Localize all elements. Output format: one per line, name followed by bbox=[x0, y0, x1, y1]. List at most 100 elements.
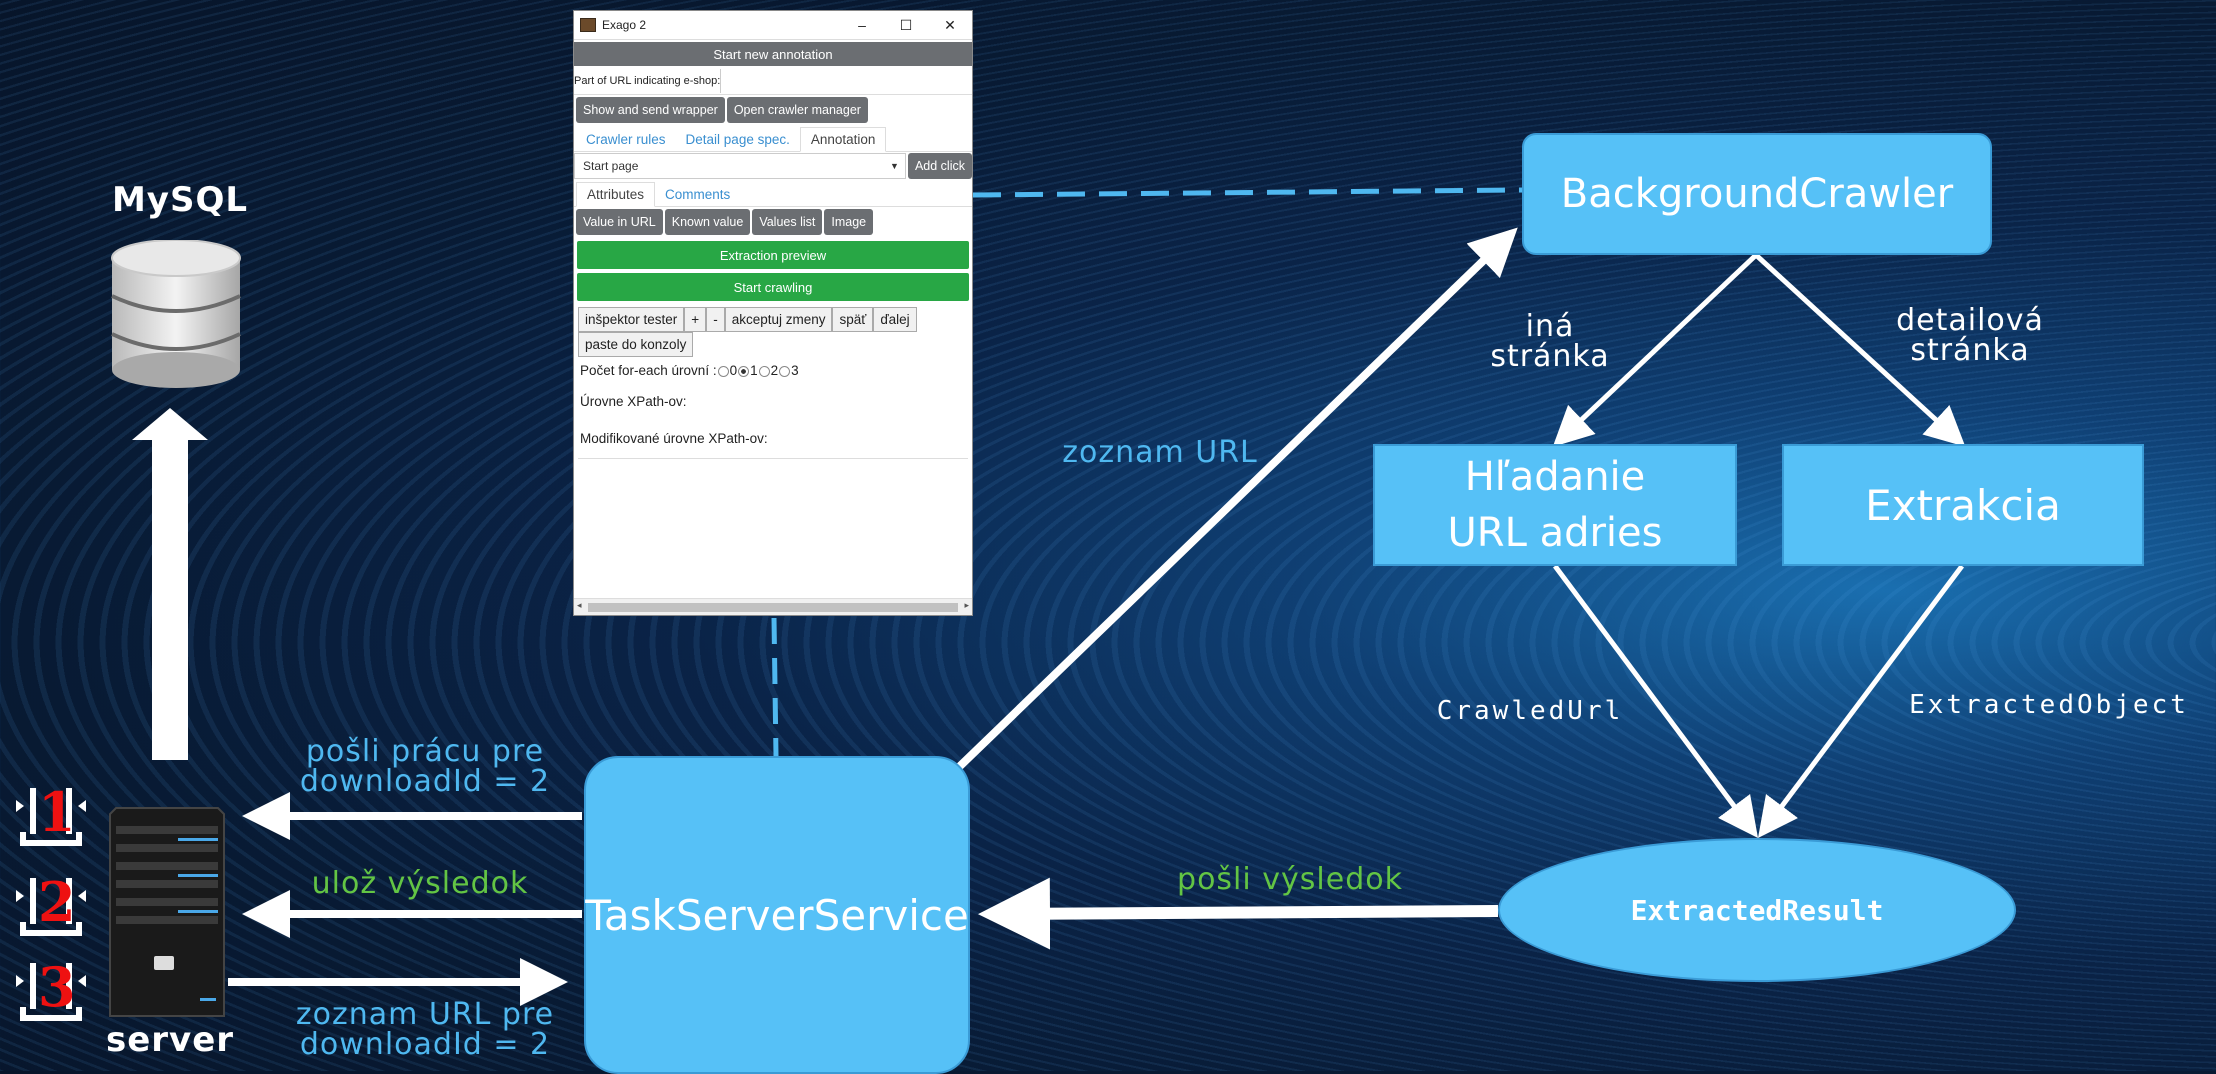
extracted-result-label: ExtractedResult bbox=[1630, 893, 1884, 927]
wrapper-buttons: Show and send wrapper Open crawler manag… bbox=[574, 95, 972, 125]
zoznam-url-label: zoznam URL bbox=[1062, 435, 1258, 470]
queue-icon: 2 bbox=[14, 870, 88, 940]
posli-pracu-line1: pošli prácu pre bbox=[305, 734, 545, 769]
modified-xpath-levels-label: Modifikované úrovne XPath-ov: bbox=[580, 431, 768, 446]
url-input[interactable] bbox=[720, 69, 972, 93]
start-new-annotation-button[interactable]: Start new annotation bbox=[574, 42, 972, 66]
sub-tabs: Attributes Comments bbox=[574, 180, 972, 207]
zoznam-url-pre-label: zoznam URL pre downloadId = 2 bbox=[285, 1000, 565, 1060]
page-select[interactable]: Start page ▼ bbox=[574, 153, 906, 179]
hladanie-line1: Hľadanie bbox=[1464, 454, 1646, 500]
known-value-button[interactable]: Known value bbox=[664, 209, 751, 235]
hladanie-url-node: Hľadanie URL adries bbox=[1373, 444, 1737, 566]
divider bbox=[578, 458, 968, 459]
detailova-stranka-label: detailová stránka bbox=[1880, 306, 2060, 366]
task-server-service-node: TaskServerService bbox=[584, 756, 970, 1074]
page-select-row: Start page ▼ Add click bbox=[574, 152, 972, 180]
maximize-button[interactable]: ☐ bbox=[899, 16, 913, 33]
url-row: Part of URL indicating e-shop: bbox=[574, 68, 972, 95]
upload-arrow bbox=[132, 408, 208, 760]
radio-label-0: 0 bbox=[729, 363, 738, 378]
ina-stranka-label: iná stránka bbox=[1470, 312, 1630, 372]
values-list-button[interactable]: Values list bbox=[752, 209, 823, 235]
horizontal-scrollbar[interactable]: ◂ ▸ bbox=[574, 598, 972, 615]
window-title: Exago 2 bbox=[602, 18, 647, 32]
extrakcia-node: Extrakcia bbox=[1782, 444, 2144, 566]
ina-line2: stránka bbox=[1490, 339, 1610, 374]
arrow-extracted-object bbox=[1758, 564, 1964, 838]
close-button[interactable]: ✕ bbox=[944, 16, 956, 33]
detailova-line1: detailová bbox=[1896, 303, 2044, 338]
add-click-button[interactable]: Add click bbox=[907, 153, 972, 179]
tool-buttons: inšpektor tester + - akceptuj zmeny späť… bbox=[574, 305, 972, 359]
queue-icon: 1 bbox=[14, 780, 88, 850]
hladanie-line2: URL adries bbox=[1447, 510, 1663, 556]
extracted-object-label: ExtractedObject bbox=[1909, 690, 2189, 720]
show-send-wrapper-button[interactable]: Show and send wrapper bbox=[576, 97, 725, 123]
start-crawling-button[interactable]: Start crawling bbox=[577, 273, 969, 301]
minus-button[interactable]: - bbox=[706, 307, 725, 332]
queue-number: 2 bbox=[38, 870, 76, 934]
dalej-button[interactable]: ďalej bbox=[873, 307, 917, 332]
server-label: server bbox=[105, 1020, 235, 1060]
background-crawler-node: BackgroundCrawler bbox=[1522, 133, 1992, 255]
arrow-crawled-url bbox=[1552, 564, 1758, 839]
tab-annotation[interactable]: Annotation bbox=[799, 127, 887, 152]
zoznam-url-pre-line1: zoznam URL pre bbox=[295, 997, 555, 1032]
exago-window: Exago 2 – ☐ ✕ Start new annotation Part … bbox=[573, 10, 973, 616]
task-server-service-label: TaskServerService bbox=[585, 890, 969, 940]
app-icon bbox=[580, 18, 596, 32]
queue-number: 3 bbox=[38, 955, 76, 1019]
page-select-value: Start page bbox=[583, 159, 639, 173]
extraction-preview-button[interactable]: Extraction preview bbox=[577, 241, 969, 269]
queue-icon: 3 bbox=[14, 955, 88, 1025]
extracted-result-node: ExtractedResult bbox=[1498, 838, 2016, 982]
tab-detail-page-spec[interactable]: Detail page spec. bbox=[685, 132, 790, 147]
extrakcia-label: Extrakcia bbox=[1865, 480, 2061, 530]
inspektor-tester-button[interactable]: inšpektor tester bbox=[578, 307, 685, 332]
crawled-url-label: CrawledUrl bbox=[1436, 696, 1624, 726]
paste-do-konzoly-button[interactable]: paste do konzoly bbox=[578, 332, 694, 357]
minimize-button[interactable]: – bbox=[858, 17, 866, 33]
radio-1[interactable] bbox=[738, 365, 750, 377]
posli-pracu-line2: downloadId = 2 bbox=[299, 764, 551, 799]
url-label: Part of URL indicating e-shop: bbox=[574, 75, 721, 87]
server-icon bbox=[108, 800, 226, 1018]
database-icon bbox=[110, 239, 242, 390]
scroll-thumb[interactable] bbox=[588, 603, 958, 612]
foreach-label: Počet for-each úrovní : bbox=[580, 363, 717, 378]
arrow-detailova-stranka bbox=[1754, 253, 1966, 447]
mysql-label: MySQL bbox=[111, 180, 249, 220]
arrow-posli-vysledok bbox=[978, 877, 1499, 950]
zoznam-url-pre-line2: downloadId = 2 bbox=[299, 1027, 551, 1062]
spat-button[interactable]: späť bbox=[832, 307, 874, 332]
scroll-left-icon[interactable]: ◂ bbox=[577, 600, 582, 610]
plus-button[interactable]: + bbox=[684, 307, 707, 332]
window-titlebar: Exago 2 – ☐ ✕ bbox=[574, 11, 972, 40]
image-button[interactable]: Image bbox=[824, 209, 874, 235]
value-in-url-button[interactable]: Value in URL bbox=[576, 209, 663, 235]
tab-crawler-rules[interactable]: Crawler rules bbox=[586, 132, 666, 147]
posli-vysledok-label: pošli výsledok bbox=[1177, 862, 1403, 897]
scroll-right-icon[interactable]: ▸ bbox=[964, 600, 969, 610]
attribute-buttons: Value in URL Known value Values list Ima… bbox=[574, 207, 972, 237]
detailova-line2: stránka bbox=[1910, 333, 2030, 368]
tab-comments[interactable]: Comments bbox=[665, 187, 731, 202]
chevron-down-icon: ▼ bbox=[890, 161, 899, 171]
radio-0[interactable] bbox=[717, 365, 729, 377]
radio-label-2: 2 bbox=[770, 363, 779, 378]
uloz-vysledok-label: ulož výsledok bbox=[311, 866, 529, 901]
radio-label-1: 1 bbox=[750, 363, 758, 378]
arrow-to-crawler bbox=[955, 227, 1518, 771]
radio-3[interactable] bbox=[779, 365, 791, 377]
open-crawler-manager-button[interactable]: Open crawler manager bbox=[726, 97, 868, 123]
radio-2[interactable] bbox=[758, 365, 770, 377]
xpath-levels-label: Úrovne XPath-ov: bbox=[580, 394, 687, 409]
dashed-link-window-crawler bbox=[972, 187, 1523, 198]
dashed-link-window-taskserver bbox=[771, 617, 779, 757]
tab-attributes[interactable]: Attributes bbox=[576, 182, 656, 207]
akceptuj-zmeny-button[interactable]: akceptuj zmeny bbox=[724, 307, 833, 332]
arrow-ina-stranka bbox=[1552, 253, 1758, 447]
